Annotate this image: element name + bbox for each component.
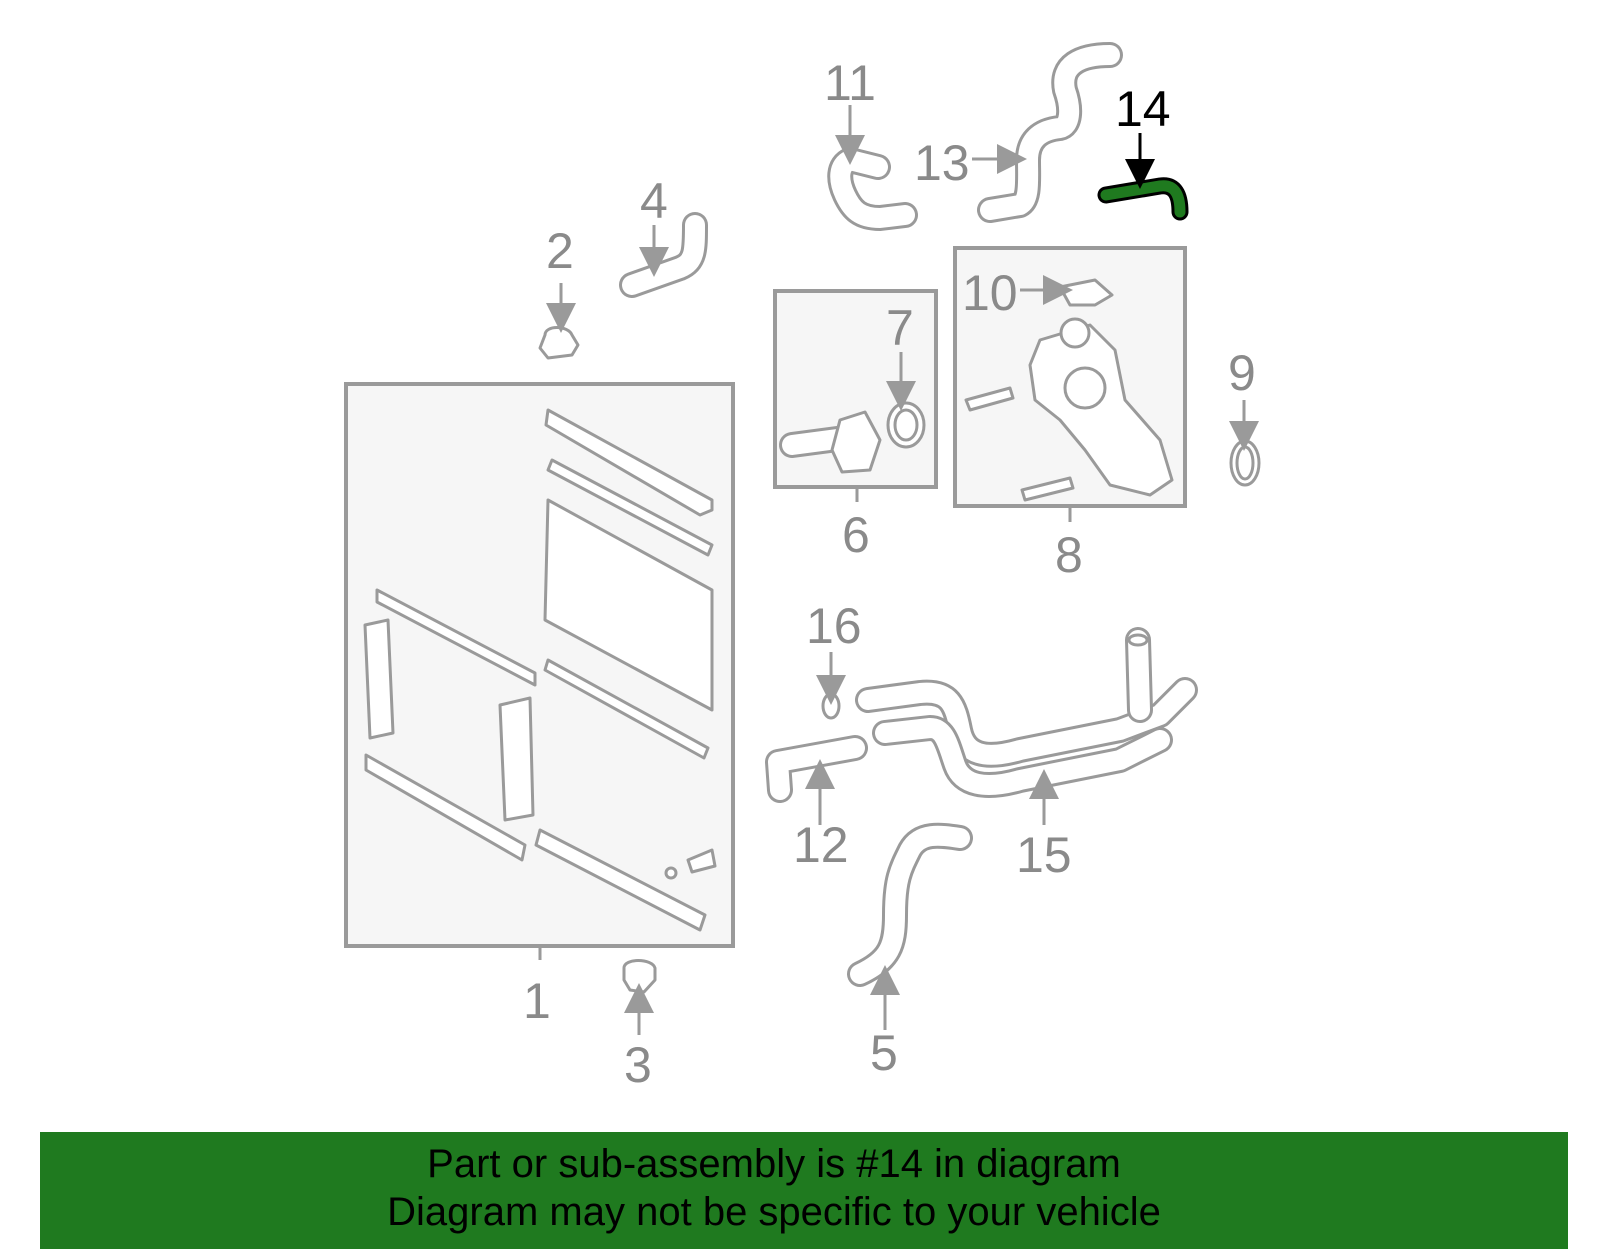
hose-part-14-highlighted[interactable] <box>1097 177 1189 221</box>
radiator-assembly-part-1[interactable] <box>344 382 735 948</box>
callout-2: 2 <box>546 223 574 279</box>
hose-part-12[interactable] <box>765 735 868 803</box>
callout-9: 9 <box>1228 345 1256 401</box>
hose-part-11[interactable] <box>827 147 918 231</box>
callout-13: 13 <box>914 135 970 191</box>
footer-line-1: Part or sub-assembly is #14 in diagram <box>427 1142 1121 1186</box>
lower-mount-part-3[interactable] <box>622 959 657 994</box>
callout-7: 7 <box>886 300 914 356</box>
callout-5: 5 <box>870 1025 898 1081</box>
callout-16: 16 <box>806 598 862 654</box>
hose-part-13[interactable] <box>977 42 1123 223</box>
callout-3: 3 <box>624 1037 652 1093</box>
callout-1: 1 <box>523 973 551 1029</box>
o-ring-part-9[interactable] <box>1229 439 1261 487</box>
bypass-pipe-part-15[interactable] <box>855 627 1198 798</box>
callout-11: 11 <box>824 55 876 111</box>
hose-part-5[interactable] <box>847 822 973 987</box>
hose-part-4[interactable] <box>619 212 708 298</box>
callout-15: 15 <box>1016 827 1072 883</box>
o-ring-part-16[interactable] <box>821 692 841 720</box>
footer-line-2: Diagram may not be specific to your vehi… <box>387 1190 1161 1234</box>
callout-8: 8 <box>1055 527 1083 583</box>
upper-mount-part-2[interactable] <box>538 326 580 360</box>
callout-14: 14 <box>1115 81 1171 137</box>
callout-4: 4 <box>640 173 668 229</box>
footer-banner: Part or sub-assembly is #14 in diagram D… <box>40 1132 1568 1249</box>
callout-6: 6 <box>842 507 870 563</box>
callout-12: 12 <box>793 817 849 873</box>
callout-10: 10 <box>962 265 1018 321</box>
